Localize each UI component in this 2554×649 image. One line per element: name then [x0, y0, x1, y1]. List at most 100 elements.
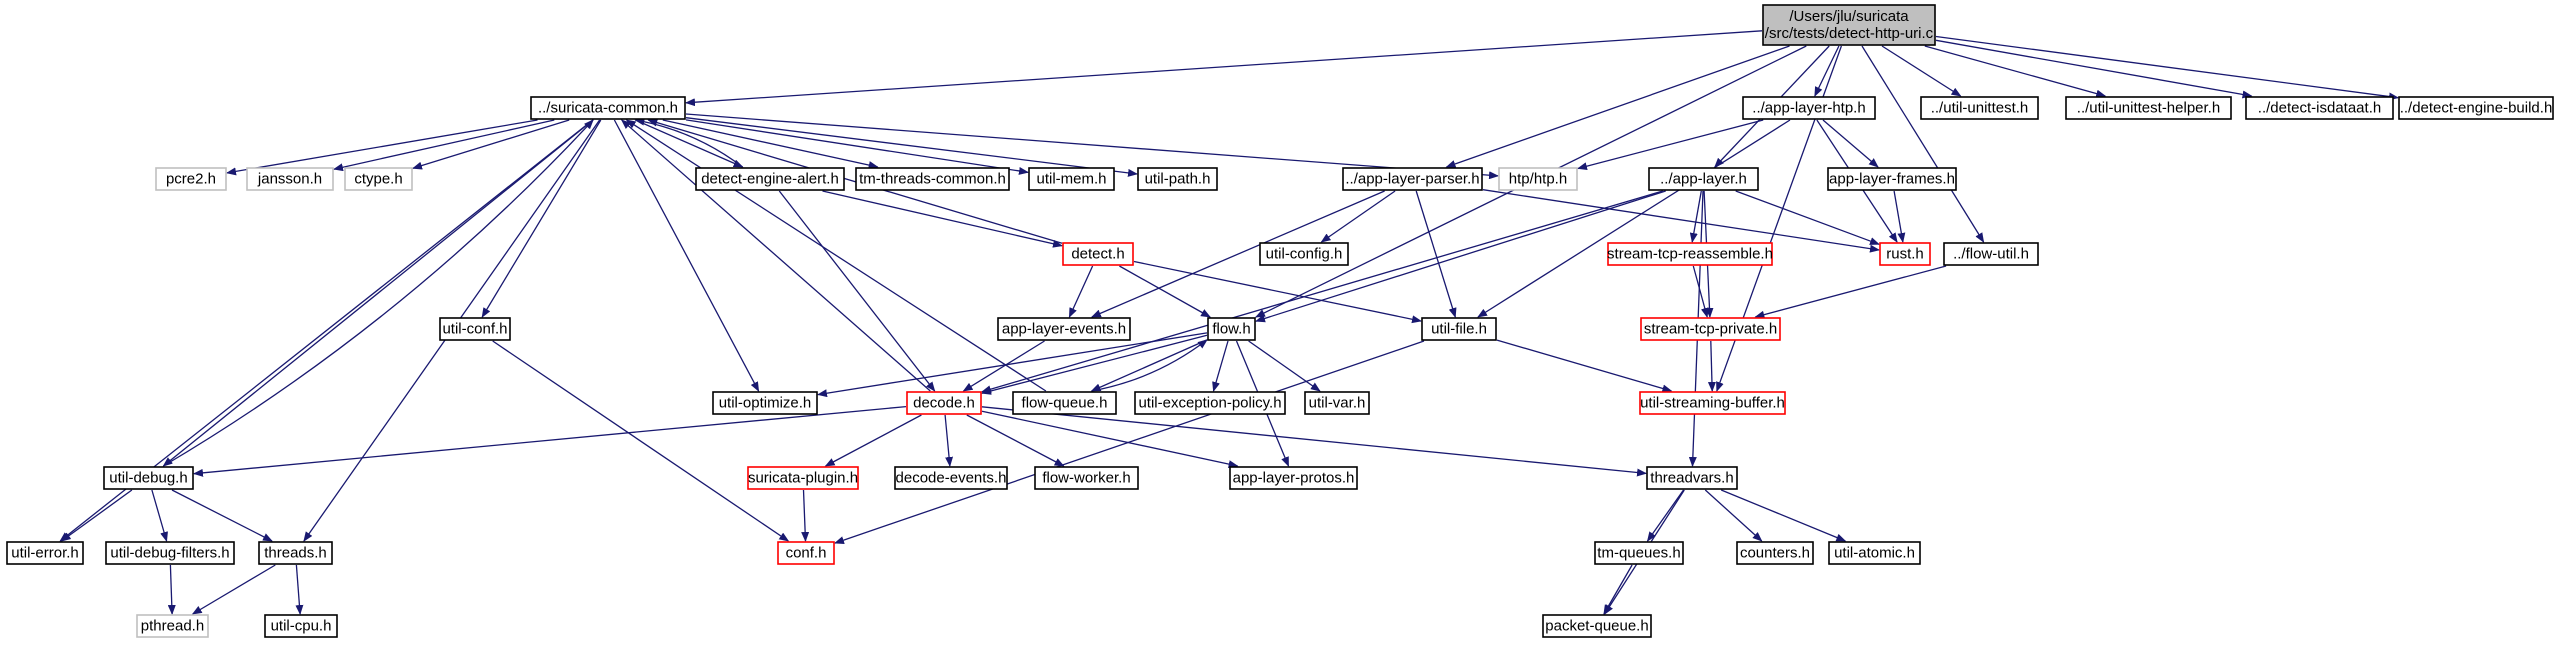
- node-label: util-var.h: [1309, 395, 1366, 412]
- node-util-debug-filters[interactable]: util-debug-filters.h: [105, 541, 235, 565]
- edge-arrow: [1692, 265, 1709, 318]
- edge-util-file-to-util-streaming-buffer: [1496, 339, 1673, 393]
- edge-arrow: [685, 117, 1138, 177]
- node-box: [1640, 317, 1781, 341]
- node-flow-queue[interactable]: flow-queue.h: [1012, 391, 1117, 415]
- node-packet-queue[interactable]: packet-queue.h: [1542, 614, 1652, 638]
- node-tm-threads-common[interactable]: tm-threads-common.h: [855, 167, 1010, 191]
- node-label: util-debug.h: [109, 470, 187, 487]
- node-util-atomic[interactable]: util-atomic.h: [1828, 541, 1921, 565]
- edge-arrow: [1893, 190, 1906, 243]
- node-app-layer[interactable]: ../app-layer.h: [1648, 167, 1759, 191]
- node-util-conf[interactable]: util-conf.h: [439, 317, 511, 341]
- node-label: ../app-layer.h: [1660, 171, 1747, 188]
- edge-decode-to-threadvars: [981, 406, 1647, 477]
- node-label: conf.h: [786, 545, 827, 562]
- edge-decode-to-app-layer-protos: [981, 410, 1239, 469]
- edge-suricata-common-to-ctype: [412, 119, 570, 170]
- node-detect-isdataat[interactable]: ../detect-isdataat.h: [2245, 96, 2394, 120]
- node-rust[interactable]: rust.h: [1879, 242, 1931, 266]
- node-app-layer-protos[interactable]: app-layer-protos.h: [1229, 466, 1358, 490]
- edge-arrow: [171, 489, 273, 542]
- node-detect-engine-build[interactable]: ../detect-engine-build.h: [2398, 96, 2554, 120]
- node-util-config[interactable]: util-config.h: [1259, 242, 1349, 266]
- edge-arrow: [834, 340, 1425, 544]
- node-util-mem[interactable]: util-mem.h: [1028, 167, 1115, 191]
- node-threads[interactable]: threads.h: [258, 541, 333, 565]
- node-ctype: ctype.h: [344, 167, 413, 191]
- node-app-layer-events[interactable]: app-layer-events.h: [997, 317, 1131, 341]
- edge-detect-to-suricata-common: [647, 118, 1063, 244]
- edge-arrow: [1822, 119, 1879, 168]
- node-util-streaming-buffer[interactable]: util-streaming-buffer.h: [1639, 391, 1786, 415]
- edge-threadvars-to-tm-queues: [1646, 489, 1685, 542]
- node-box: [1028, 167, 1115, 191]
- node-util-error[interactable]: util-error.h: [6, 541, 84, 565]
- edge-arrow: [1646, 489, 1685, 542]
- node-box: [136, 614, 209, 638]
- edge-flow-queue-to-suricata-common: [625, 119, 1047, 392]
- edge-flow-to-flow-queue: [1090, 339, 1208, 392]
- node-jansson: jansson.h: [246, 167, 334, 191]
- node-label: flow.h: [1212, 321, 1250, 338]
- node-util-path[interactable]: util-path.h: [1137, 167, 1218, 191]
- node-root[interactable]: /Users/jlu/suricata/src/tests/detect-htt…: [1762, 4, 1936, 46]
- node-stream-tcp-private[interactable]: stream-tcp-private.h: [1640, 317, 1781, 341]
- node-htp: htp/htp.h: [1498, 167, 1578, 191]
- node-label: ../app-layer-htp.h: [1752, 100, 1865, 117]
- node-label: util-path.h: [1145, 171, 1211, 188]
- node-detect-engine-alert[interactable]: detect-engine-alert.h: [695, 167, 845, 191]
- node-app-layer-frames[interactable]: app-layer-frames.h: [1827, 167, 1957, 191]
- node-util-unittest[interactable]: ../util-unittest.h: [1920, 96, 2039, 120]
- edge-app-layer-frames-to-rust: [1893, 190, 1906, 243]
- node-box: [747, 466, 859, 490]
- edge-arrow: [1320, 190, 1396, 243]
- node-box: [258, 541, 333, 565]
- node-app-layer-htp[interactable]: ../app-layer-htp.h: [1742, 96, 1876, 120]
- node-suricata-plugin[interactable]: suricata-plugin.h: [747, 466, 859, 490]
- edge-arrow: [1814, 45, 1840, 97]
- node-util-debug[interactable]: util-debug.h: [103, 466, 194, 490]
- node-flow[interactable]: flow.h: [1207, 317, 1256, 341]
- node-box: [1607, 242, 1773, 266]
- node-counters[interactable]: counters.h: [1736, 541, 1814, 565]
- node-label: util-config.h: [1266, 246, 1343, 263]
- edge-util-conf-to-conf: [492, 340, 790, 542]
- edge-flow-to-util-optimize: [817, 332, 1208, 398]
- edge-stream-tcp-private-to-util-streaming-buffer: [1707, 340, 1716, 392]
- node-stream-tcp-reassemble[interactable]: stream-tcp-reassemble.h: [1607, 242, 1773, 266]
- node-decode-events[interactable]: decode-events.h: [894, 466, 1008, 490]
- node-flow-worker[interactable]: flow-worker.h: [1034, 466, 1139, 490]
- node-box: [1742, 96, 1876, 120]
- node-box: [1920, 96, 2039, 120]
- node-util-optimize[interactable]: util-optimize.h: [712, 391, 818, 415]
- node-detect[interactable]: detect.h: [1062, 242, 1134, 266]
- edge-tm-queues-to-packet-queue: [1603, 564, 1633, 615]
- node-conf[interactable]: conf.h: [777, 541, 835, 565]
- node-util-cpu[interactable]: util-cpu.h: [264, 614, 338, 638]
- edge-arrow: [1881, 45, 1962, 97]
- node-box: [1259, 242, 1349, 266]
- edge-threadvars-to-util-atomic: [1720, 489, 1847, 542]
- node-util-file[interactable]: util-file.h: [1421, 317, 1497, 341]
- node-box: [997, 317, 1131, 341]
- node-pcre2: pcre2.h: [155, 167, 227, 191]
- edge-root-to-detect-isdataat: [1935, 39, 2253, 99]
- node-app-layer-parser[interactable]: ../app-layer-parser.h: [1342, 167, 1483, 191]
- edge-root-to-app-layer-htp: [1814, 45, 1840, 97]
- node-decode[interactable]: decode.h: [906, 391, 982, 415]
- edge-arrow: [620, 119, 931, 392]
- node-flow-util[interactable]: ../flow-util.h: [1943, 242, 2039, 266]
- node-util-var[interactable]: util-var.h: [1304, 391, 1370, 415]
- node-box: [1498, 167, 1578, 191]
- node-suricata-common[interactable]: ../suricata-common.h: [530, 96, 686, 120]
- node-box: [439, 317, 511, 341]
- edge-root-to-util-unittest-helper: [1924, 45, 2107, 98]
- node-threadvars[interactable]: threadvars.h: [1646, 466, 1738, 490]
- node-label: ../util-unittest-helper.h: [2077, 100, 2220, 117]
- node-tm-queues[interactable]: tm-queues.h: [1594, 541, 1684, 565]
- node-util-exception-policy[interactable]: util-exception-policy.h: [1134, 391, 1286, 415]
- edge-util-debug-to-threads: [171, 489, 273, 542]
- node-util-unittest-helper[interactable]: ../util-unittest-helper.h: [2065, 96, 2232, 120]
- edge-arrow: [981, 406, 1647, 477]
